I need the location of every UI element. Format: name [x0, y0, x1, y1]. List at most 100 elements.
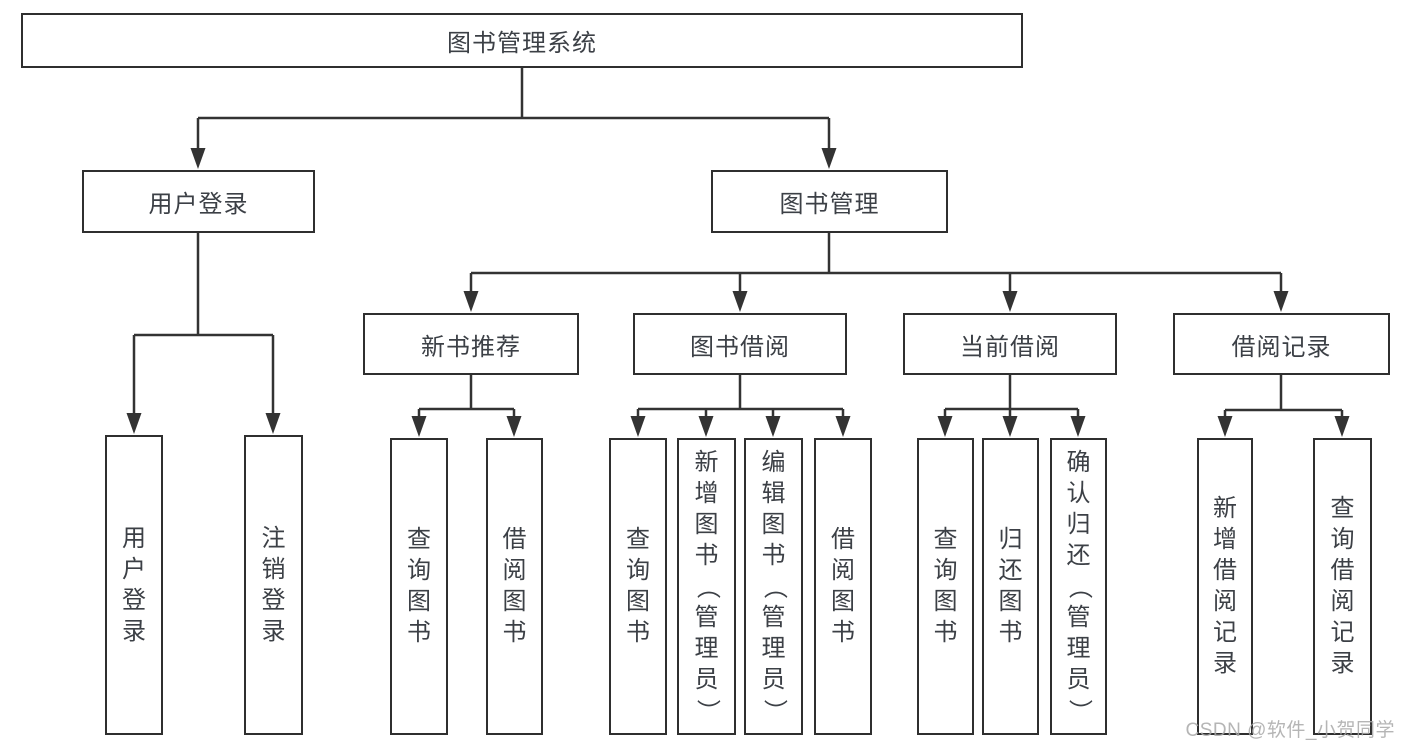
vertical-char: 录 [122, 617, 146, 645]
vertical-char: 书 [761, 541, 786, 569]
vertical-char: 图 [502, 588, 527, 615]
node-new-book-recommendation: 新书推荐 [363, 313, 579, 375]
vertical-char: 书 [407, 619, 431, 646]
vertical-char: 确 [1066, 448, 1091, 476]
vertical-char: 查 [933, 526, 958, 553]
arrowhead-icon [937, 416, 953, 437]
vertical-char: 管 [694, 603, 719, 631]
arrowhead-icon [463, 291, 479, 312]
vertical-char: 销 [261, 555, 286, 583]
vertical-char: 登 [122, 586, 146, 614]
vertical-char: 员 [694, 665, 719, 693]
arrowhead-icon [1273, 291, 1289, 312]
vertical-char: 阅 [502, 557, 527, 584]
arrowhead-icon [1002, 416, 1018, 437]
vertical-char: 借 [831, 526, 855, 553]
vertical-char: 增 [694, 479, 719, 507]
vertical-char: 书 [831, 619, 855, 646]
leaf-current-return-books: 归还图书 [982, 438, 1039, 735]
arrowhead-icon [630, 416, 646, 437]
vertical-char: 图 [694, 510, 719, 538]
vertical-char: 图 [933, 588, 958, 615]
vertical-char: 理 [761, 634, 786, 662]
vertical-char: 查 [407, 526, 431, 553]
leaf-borrowing-add-books-admin: 新增图书（管理员） [677, 438, 736, 735]
vertical-char: 询 [933, 557, 958, 584]
node-user-login: 用户登录 [82, 170, 315, 233]
vertical-char: 登 [261, 586, 286, 614]
vertical-char: 录 [1330, 650, 1355, 677]
arrowhead-icon [821, 148, 837, 169]
vertical-char: 归 [1066, 510, 1091, 538]
vertical-char: 用 [122, 524, 146, 552]
node-current-borrowing: 当前借阅 [903, 313, 1117, 375]
vertical-char: 借 [502, 526, 527, 553]
vertical-char: 员 [1066, 665, 1091, 693]
leaf-borrowing-query-books: 查询图书 [609, 438, 667, 735]
vertical-char: 阅 [831, 557, 855, 584]
vertical-char: 理 [1066, 634, 1091, 662]
vertical-char: 询 [626, 557, 650, 584]
vertical-char: （ [1065, 574, 1093, 599]
leaf-current-confirm-return-admin: 确认归还 （ 管理员 ） [1050, 438, 1107, 735]
leaf-logout: 注销登录 [244, 435, 303, 735]
vertical-char: 记 [1330, 619, 1355, 646]
vertical-char: （ [760, 574, 788, 599]
vertical-char: ） [1065, 698, 1093, 723]
vertical-char: 记 [1213, 619, 1237, 646]
vertical-char: 书 [998, 619, 1023, 646]
arrowhead-icon [732, 291, 748, 312]
vertical-char: 书 [626, 619, 650, 646]
vertical-char: 图 [998, 588, 1023, 615]
node-borrowing-records: 借阅记录 [1173, 313, 1390, 375]
arrowhead-icon [1002, 291, 1018, 312]
vertical-char: ） [693, 698, 721, 723]
vertical-char: 借 [1330, 557, 1355, 584]
vertical-char: 查 [626, 526, 650, 553]
leaf-borrowing-edit-books-admin: 编辑图书 （ 管理员 ） [744, 438, 803, 735]
leaf-recommend-query-books: 查询图书 [390, 438, 448, 735]
leaf-current-query-books: 查询图书 [917, 438, 974, 735]
node-book-borrowing: 图书借阅 [633, 313, 847, 375]
vertical-char: 管 [1066, 603, 1091, 631]
leaf-user-login: 用户登录 [105, 435, 163, 735]
vertical-char: 员 [761, 665, 786, 693]
vertical-char: 询 [407, 557, 431, 584]
vertical-char: 增 [1213, 526, 1237, 553]
vertical-char: 书 [502, 619, 527, 646]
vertical-char: 编 [761, 448, 786, 476]
watermark: CSDN @软件_小贺同学 [1185, 720, 1395, 741]
vertical-char: 录 [1213, 650, 1237, 677]
vertical-char: 查 [1330, 495, 1355, 522]
arrowhead-icon [698, 416, 714, 437]
vertical-char: 书 [694, 541, 719, 569]
vertical-char: 阅 [1330, 588, 1355, 615]
vertical-char: 图 [831, 588, 855, 615]
vertical-char: 借 [1213, 557, 1237, 584]
vertical-char: 认 [1066, 479, 1091, 507]
vertical-char: 图 [761, 510, 786, 538]
vertical-char: 归 [998, 526, 1023, 553]
vertical-char: 注 [261, 524, 286, 552]
arrowhead-icon [126, 413, 142, 434]
leaf-borrowing-borrow-books: 借阅图书 [814, 438, 872, 735]
leaf-records-query-borrow-record: 查询借阅记录 [1313, 438, 1372, 735]
vertical-char: 理 [694, 634, 719, 662]
vertical-char: 新 [694, 448, 719, 476]
vertical-char: 还 [1066, 541, 1091, 569]
vertical-char: 管 [761, 603, 786, 631]
vertical-char: 还 [998, 557, 1023, 584]
arrowhead-icon [835, 416, 851, 437]
vertical-char: ） [760, 698, 788, 723]
arrowhead-icon [1334, 416, 1350, 437]
arrowhead-icon [506, 416, 522, 437]
arrowhead-icon [265, 413, 281, 434]
vertical-char: 户 [122, 555, 146, 583]
vertical-char: 录 [261, 617, 286, 645]
arrowhead-icon [411, 416, 427, 437]
vertical-char: 阅 [1213, 588, 1237, 615]
arrowhead-icon [765, 416, 781, 437]
vertical-char: 辑 [761, 479, 786, 507]
